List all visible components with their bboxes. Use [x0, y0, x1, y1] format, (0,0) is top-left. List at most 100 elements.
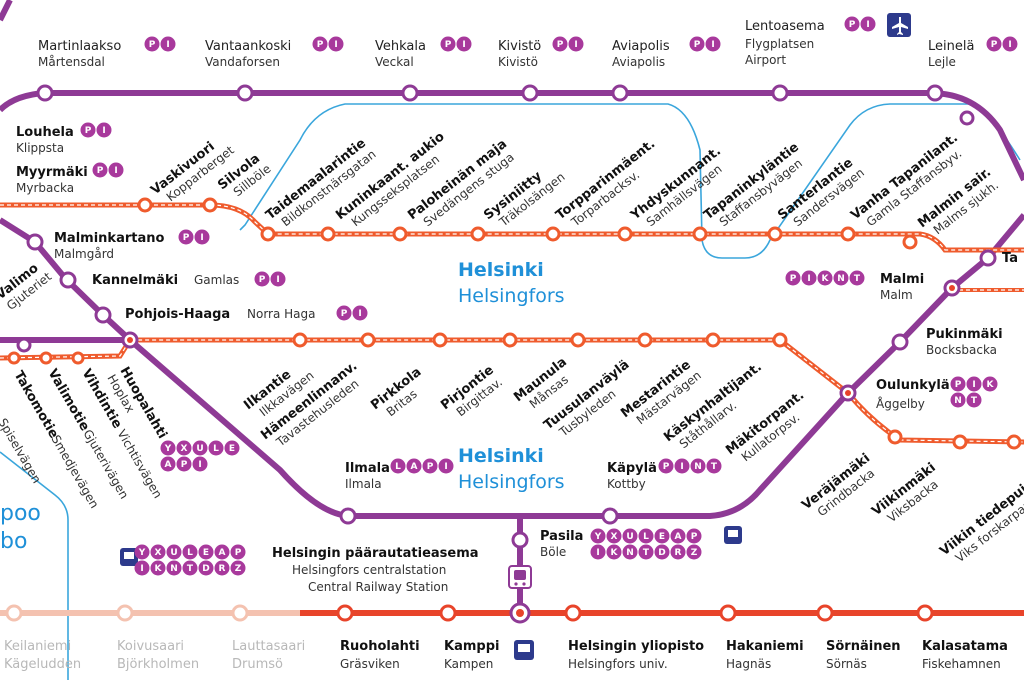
line-badge-label: I [711, 40, 714, 50]
line-badge-label: T [187, 564, 194, 574]
svg-text:Koivusaari: Koivusaari [117, 639, 184, 654]
line-badge-label: I [972, 380, 975, 390]
line-badge-label: P [259, 275, 266, 285]
line-badge-label: P [991, 40, 998, 50]
airplane-icon [887, 13, 911, 37]
station-pukinmaki [891, 333, 909, 351]
svg-text:Björkholmen: Björkholmen [117, 657, 199, 672]
line-badge-myyrmaki-p [92, 162, 108, 178]
svg-text:Oulunkylä: Oulunkylä [876, 378, 950, 393]
line-badge-kivisto-p [552, 36, 568, 52]
line-badge-label: E [203, 548, 209, 558]
line-badge-huopalahti-p [176, 456, 192, 472]
line-badge-huopalahti-u [192, 440, 208, 456]
svg-text:Käpylä: Käpylä [607, 461, 657, 476]
line-badge-label: A [219, 548, 226, 558]
svg-text:Kägeludden: Kägeludden [4, 657, 81, 672]
svg-text:Veckal: Veckal [375, 55, 414, 69]
svg-text:Helsingin yliopisto: Helsingin yliopisto [568, 639, 704, 654]
light-rail-north [0, 202, 1024, 253]
line-badge-label: D [658, 548, 665, 558]
bus-icon-pasila [724, 526, 742, 544]
svg-text:Sörnäs: Sörnäs [826, 657, 867, 671]
svg-text:Sörnäinen: Sörnäinen [826, 639, 901, 654]
line-badge-huopalahti-i [192, 456, 208, 472]
line-badge-label: T [854, 274, 861, 284]
svg-text:Martinlaakso: Martinlaakso [38, 39, 121, 54]
line-badge-pasila-t [638, 544, 654, 560]
line-badge-pasila-k [606, 544, 622, 560]
line-badge-pasila-r [670, 544, 686, 560]
line-badge-label: Y [138, 548, 146, 558]
line-badge-label: P [557, 40, 564, 50]
line-badge-louhela-i [96, 122, 112, 138]
train-icon [508, 565, 532, 589]
svg-text:Kivistö: Kivistö [498, 55, 538, 69]
svg-text:Keilaniemi: Keilaniemi [4, 639, 71, 654]
svg-text:Aviapolis: Aviapolis [612, 39, 670, 54]
city-boundary-west [0, 451, 69, 680]
station-aviapolis [611, 84, 629, 102]
line-badge-leinela-p [986, 36, 1002, 52]
line-badge-pasila-l [638, 528, 654, 544]
svg-text:Hagnäs: Hagnäs [726, 657, 771, 671]
line-badge-huopalahti-y [160, 440, 176, 456]
line-badge-vehkala-p [440, 36, 456, 52]
ring-rail-fragment [0, 0, 13, 22]
line-badge-vantaankoski-p [312, 36, 328, 52]
line-badge-label: Y [164, 444, 172, 454]
line-badge-pasila-z [686, 544, 702, 560]
svg-text:Kamppi: Kamppi [444, 639, 499, 654]
line-badge-malmi-k [817, 270, 833, 286]
line-badge-pasila-e [654, 528, 670, 544]
line-badge-oulunkyla-t [966, 392, 982, 408]
line-badge-pohjoishaaga-i [352, 305, 368, 321]
labels-central: Ilmala Ilmala Käpylä Kottby Pasila Böle … [272, 461, 657, 594]
line-badge-rautatieasema-a [214, 544, 230, 560]
line-badge-aviapolis-p [689, 36, 705, 52]
labels-metro: Keilaniemi Kägeludden Koivusaari Björkho… [4, 639, 1008, 672]
svg-text:Gamlas: Gamlas [194, 273, 239, 287]
line-badge-label: P [849, 20, 856, 30]
line-badge-label: D [202, 564, 209, 574]
line-badge-label: Z [235, 564, 242, 574]
svg-text:Pohjois-Haaga: Pohjois-Haaga [125, 307, 230, 322]
city-name-fi: Helsinki [458, 259, 544, 281]
line-badge-malminkartano-i [194, 229, 210, 245]
line-badge-label: I [334, 40, 337, 50]
svg-text:Ilmala: Ilmala [345, 461, 390, 476]
svg-text:Malm: Malm [880, 288, 913, 302]
line-badge-martinlaakso-i [160, 36, 176, 52]
line-badge-label: L [187, 548, 193, 558]
line-badge-myyrmaki-i [108, 162, 124, 178]
line-badge-label: R [675, 548, 682, 558]
svg-text:Myyrmäki: Myyrmäki [16, 165, 88, 180]
svg-text:Kampen: Kampen [444, 657, 493, 671]
line-badge-label: N [694, 462, 702, 472]
svg-text:Kottby: Kottby [607, 477, 646, 491]
line-badge-label: I [200, 233, 203, 243]
svg-text:Vehkala: Vehkala [375, 39, 426, 54]
line-badge-label: U [626, 532, 633, 542]
svg-text:Fiskehamnen: Fiskehamnen [922, 657, 1001, 671]
svg-text:Malmi: Malmi [880, 272, 924, 287]
line-badge-label: L [213, 444, 219, 454]
line-badge-kapyla-p [658, 458, 674, 474]
line-badge-label: P [691, 532, 698, 542]
line-badge-label: N [837, 274, 845, 284]
line-badge-label: I [574, 40, 577, 50]
svg-text:Gräsviken: Gräsviken [340, 657, 400, 671]
line-badge-kapyla-n [690, 458, 706, 474]
line-badge-ilmala-p [422, 458, 438, 474]
station-kivisto [521, 84, 539, 102]
station-martinlaakso [36, 84, 54, 102]
line-badge-pasila-y [590, 528, 606, 544]
svg-text:Central Railway Station: Central Railway Station [308, 580, 448, 594]
line-badge-label: R [219, 564, 226, 574]
line-badge-pasila-p [686, 528, 702, 544]
svg-text:Flygplatsen: Flygplatsen [745, 37, 814, 51]
line-badge-vantaankoski-i [328, 36, 344, 52]
